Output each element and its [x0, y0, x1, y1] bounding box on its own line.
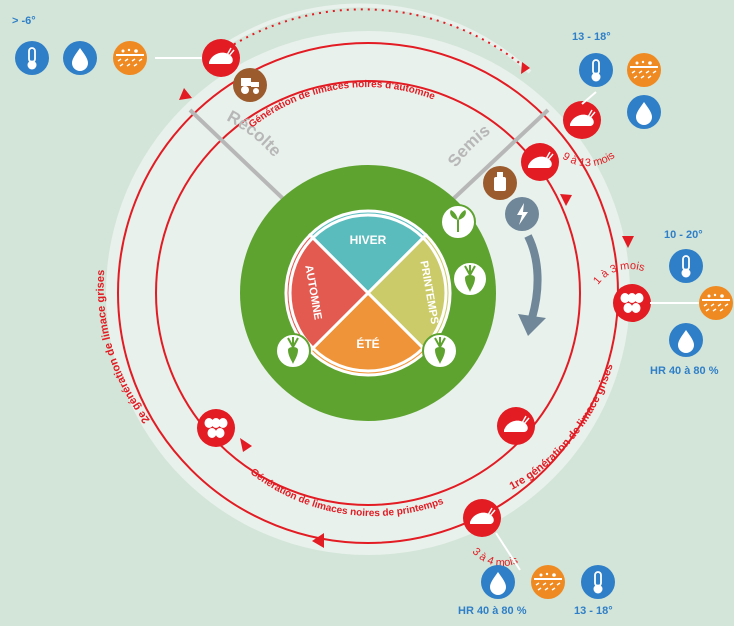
top-right-temp: 13 - 18° — [572, 31, 611, 43]
season-hiver-label: HIVER — [350, 233, 387, 247]
beet-icon — [452, 261, 488, 297]
bottom-temp: 13 - 18° — [574, 605, 613, 617]
arrow-head — [518, 314, 546, 336]
right-humidity: HR 40 à 80 % — [650, 365, 719, 377]
season-ete-label: ÉTÉ — [356, 336, 379, 351]
soil-icon — [626, 52, 662, 88]
arrow-head — [312, 533, 324, 548]
slug-icon — [520, 142, 560, 182]
arrow-head — [622, 236, 634, 248]
thermometer-icon — [580, 564, 616, 600]
pellets-icon — [505, 197, 539, 231]
water-drop-icon — [669, 323, 703, 357]
inner-cycle-ring — [155, 80, 581, 506]
arrow-head — [240, 438, 252, 452]
arrow-head — [560, 194, 572, 206]
bottle-icon — [483, 166, 517, 200]
soil-icon — [698, 285, 734, 321]
eggs-icon — [197, 409, 235, 447]
thermometer-icon — [578, 52, 614, 88]
sprout-icon — [440, 204, 476, 240]
thermometer-icon — [14, 40, 50, 76]
bottom-humidity: HR 40 à 80 % — [458, 605, 527, 617]
season-ete — [307, 290, 429, 377]
right-temp: 10 - 20° — [664, 229, 703, 241]
soil-icon — [112, 40, 148, 76]
beet-icon — [275, 333, 311, 369]
soil-icon — [530, 564, 566, 600]
thermometer-icon — [668, 248, 704, 284]
slug-icon — [496, 406, 536, 446]
season-hiver — [307, 209, 429, 296]
beet-icon — [422, 333, 458, 369]
eggs-icon — [613, 284, 651, 322]
water-drop-icon — [63, 41, 97, 75]
treatment-arrow — [524, 234, 542, 320]
slug-icon — [201, 38, 241, 78]
tractor-icon — [233, 68, 267, 102]
top-left-temp: > -6° — [12, 15, 36, 27]
water-drop-icon — [627, 95, 661, 129]
slug-icon — [462, 498, 502, 538]
slug-icon — [562, 100, 602, 140]
water-drop-icon — [481, 565, 515, 599]
arrow-head — [521, 62, 530, 74]
arrow-head — [179, 88, 192, 100]
